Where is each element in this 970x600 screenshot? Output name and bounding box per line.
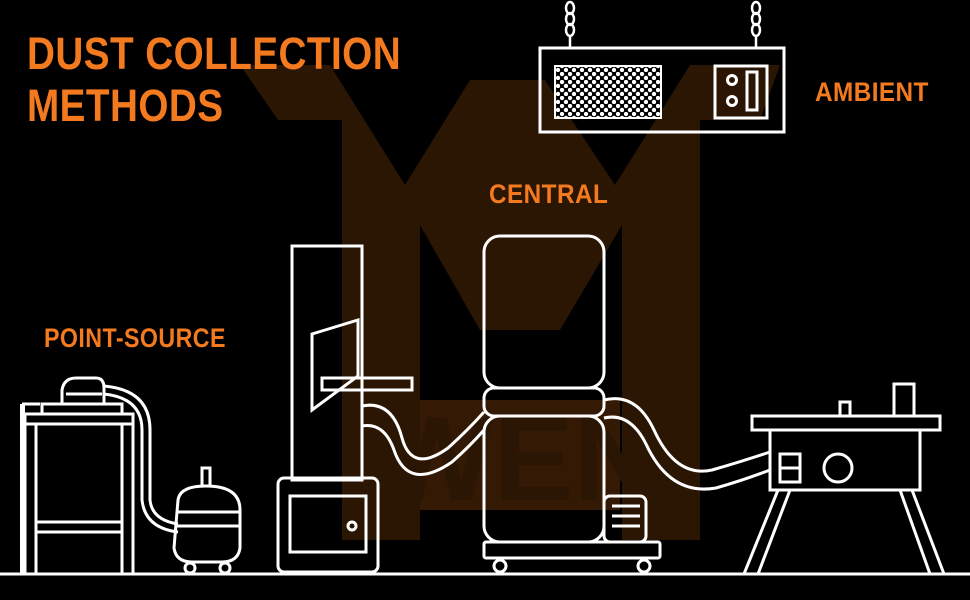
control-panel xyxy=(713,64,769,120)
shop-vac xyxy=(172,466,242,575)
ambient-air-filter-illustration xyxy=(538,0,786,134)
benchtop-tool xyxy=(40,376,124,416)
point-source-illustration xyxy=(20,376,242,576)
table-saw xyxy=(742,382,946,575)
filter-grille xyxy=(554,65,662,119)
central-illustration xyxy=(276,234,946,575)
title-line-1: DUST COLLECTION xyxy=(27,28,402,79)
wen-logo-watermark xyxy=(240,65,780,540)
vacuum-hose xyxy=(103,384,179,534)
dust-collector xyxy=(482,234,662,574)
label-ambient: AMBIENT xyxy=(815,77,929,107)
label-point-source: POINT-SOURCE xyxy=(44,323,226,353)
page-title: DUST COLLECTION METHODS xyxy=(27,28,401,132)
duct-hose-right xyxy=(603,397,771,491)
hanging-chain-left xyxy=(564,0,576,48)
duct-hose-left xyxy=(361,403,486,476)
tool-cart xyxy=(20,402,135,576)
label-central: CENTRAL xyxy=(489,179,609,209)
wen-wordmark xyxy=(420,400,620,510)
hanging-chain-right xyxy=(750,0,762,48)
title-line-2: METHODS xyxy=(27,80,224,131)
bandsaw xyxy=(276,244,414,574)
